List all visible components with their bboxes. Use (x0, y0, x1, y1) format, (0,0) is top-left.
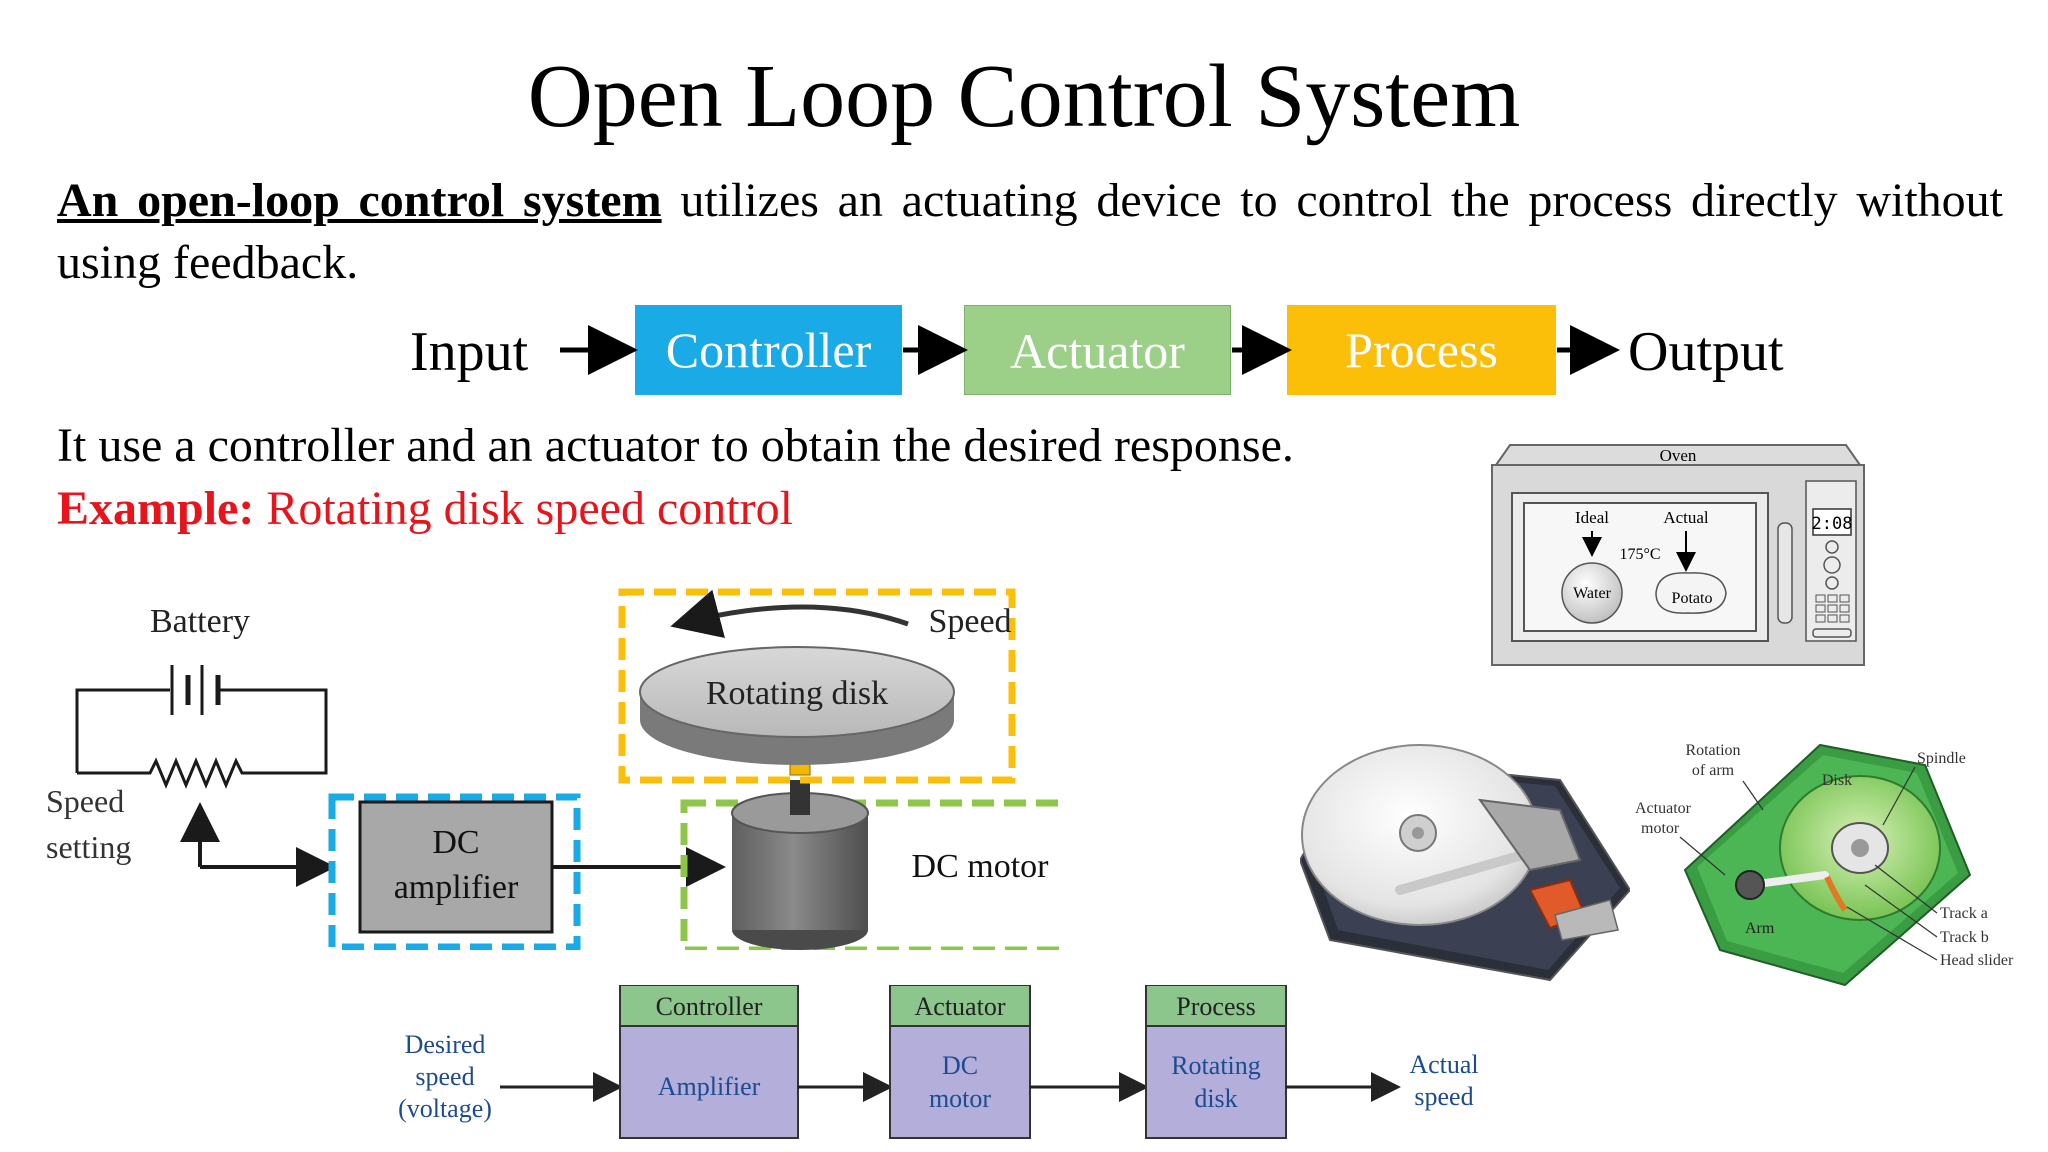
desired-speed-label-2: speed (415, 1062, 474, 1091)
head-slider-label: Head slider (1940, 952, 2014, 969)
example-line: Example: Rotating disk speed control (57, 478, 793, 540)
dc-amplifier-box (358, 800, 554, 934)
intro-paragraph: An open-loop control system utilizes an … (57, 170, 2003, 294)
rotation-label-1: Rotation (1685, 742, 1740, 759)
track-b-label: Track b (1940, 929, 1989, 946)
amplifier-block (619, 1025, 799, 1139)
disk-label-small: Disk (1822, 772, 1852, 789)
open-loop-block-diagram: Desired speed (voltage) Controller Ampli… (398, 985, 1479, 1139)
oven-water-label: Water (1573, 585, 1611, 602)
amplifier-label-2: amplifier (394, 869, 519, 906)
actual-speed-label-1: Actual (1409, 1050, 1478, 1079)
hard-drive-diagram: Rotation of arm Disk Spindle Actuator mo… (1635, 742, 2014, 987)
spindle-label: Spindle (1917, 750, 1966, 767)
motor-label: DC motor (912, 848, 1050, 885)
slide-title: Open Loop Control System (527, 47, 1521, 146)
arm-label: Arm (1745, 920, 1775, 937)
oven-title: Oven (1660, 446, 1697, 465)
desired-speed-label-1: Desired (405, 1030, 486, 1059)
disk-block-label-2: disk (1194, 1084, 1237, 1113)
motor-block-label-2: motor (929, 1084, 991, 1113)
flow-process-block: Process (1287, 305, 1556, 395)
motor-highlight (680, 799, 1060, 950)
water-ball (1561, 562, 1623, 624)
amplifier-label-1: DC (432, 824, 479, 861)
oven-illustration: Oven Ideal Actual 175°C Water Potato 2:0… (1491, 444, 1865, 666)
potentiometer (77, 688, 328, 789)
flow-controller-block: Controller (635, 305, 902, 395)
controller-header (619, 985, 799, 1027)
process-header (1145, 985, 1287, 1027)
rotating-disk (639, 646, 955, 738)
description-sentence: It use a controller and an actuator to o… (57, 419, 1294, 472)
actuator-arm (1395, 845, 1545, 895)
desired-speed-label-3: (voltage) (398, 1094, 492, 1123)
disk-label: Rotating disk (706, 675, 888, 712)
actuator-motor-label-1: Actuator (1635, 800, 1692, 817)
example-label: Example: (57, 482, 255, 535)
disk-highlight (618, 588, 1016, 784)
actuator-header-label: Actuator (915, 992, 1006, 1021)
disk-block-label-1: Rotating (1171, 1051, 1261, 1080)
battery-label: Battery (150, 603, 250, 640)
disk-speed-schematic: Battery Speed setting DC amplifier DC mo… (46, 588, 1060, 950)
amplifier-block-label: Amplifier (658, 1072, 761, 1101)
speed-label: Speed (928, 603, 1011, 640)
flow-input-label: Input (410, 321, 529, 383)
motor-block (889, 1025, 1031, 1139)
example-text: Rotating disk speed control (254, 482, 793, 535)
actuator-motor-label-2: motor (1641, 820, 1680, 837)
hard-drive-photo (1300, 744, 1630, 982)
amplifier-highlight (328, 793, 581, 950)
battery-wire (75, 688, 170, 773)
oven-actual-label: Actual (1663, 508, 1709, 527)
oven-ideal-label: Ideal (1575, 508, 1609, 527)
process-header-label: Process (1176, 992, 1255, 1021)
flow-output-label: Output (1628, 321, 1784, 383)
intro-rest: utilizes an actuating device to control … (57, 174, 2003, 289)
oven-potato-label: Potato (1672, 590, 1713, 607)
track-a-label: Track a (1940, 905, 1988, 922)
intro-term: An open-loop control system (57, 174, 662, 227)
oven-handle (1777, 522, 1793, 624)
potato-shape (1655, 572, 1727, 614)
speed-setting-label-2: setting (46, 829, 131, 865)
oven-clock: 2:08 (1812, 514, 1853, 534)
rotation-arrow (670, 589, 909, 639)
oven-temp-label: 175°C (1619, 546, 1660, 563)
controller-header-label: Controller (656, 992, 763, 1021)
disk-block (1145, 1025, 1287, 1139)
rotation-label-2: of arm (1692, 762, 1735, 779)
actual-speed-label-2: speed (1414, 1082, 1473, 1111)
flow-actuator-block: Actuator (964, 305, 1231, 395)
motor-block-label-1: DC (942, 1051, 978, 1080)
speed-setting-label-1: Speed (46, 783, 124, 819)
